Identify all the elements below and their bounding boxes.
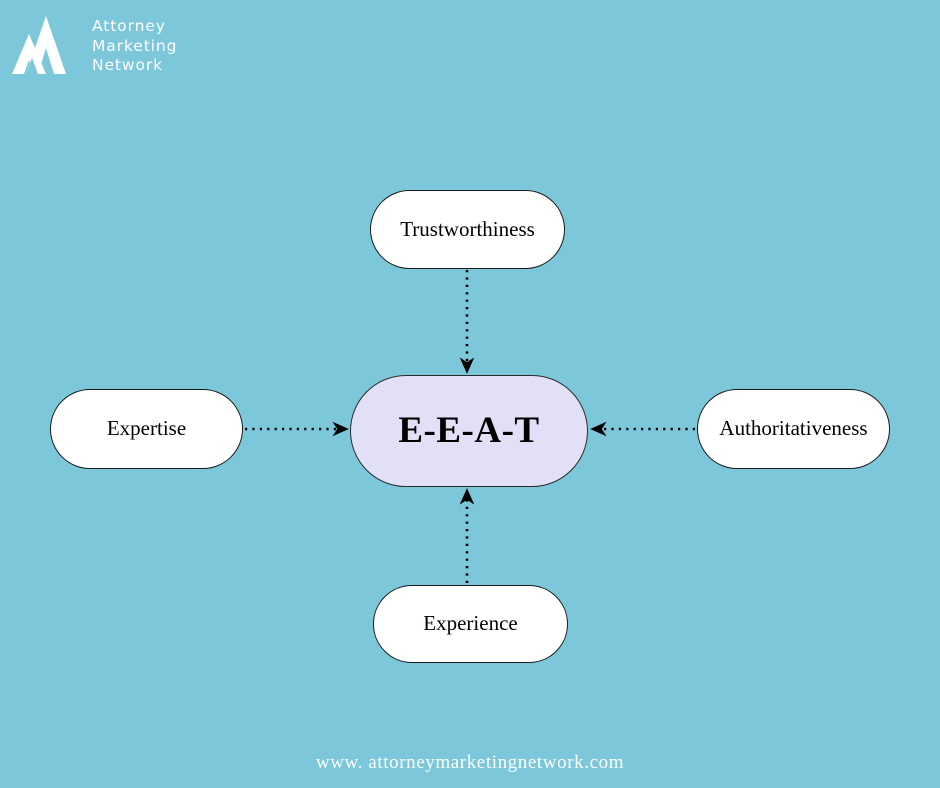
brand-line-3: Network	[92, 56, 164, 75]
brand-line-1: Attorney	[92, 17, 166, 35]
diagram-node-experience[interactable]: Experience	[373, 585, 568, 663]
diagram-node-expertise[interactable]: Expertise	[50, 389, 243, 469]
diagram-node-label: Authoritativeness	[719, 416, 868, 441]
brand-line-2: Marketing	[92, 36, 178, 55]
diagram-node-label: Experience	[423, 611, 518, 636]
diagram-node-label: E-E-A-T	[398, 409, 540, 451]
mountain-m-logo-icon	[12, 16, 66, 74]
diagram-node-trustworthiness[interactable]: Trustworthiness	[370, 190, 565, 269]
diagram-node-label: Expertise	[106, 416, 187, 441]
footer-website-url: www. attorneymarketingnetwork.com	[315, 752, 625, 773]
brand-logo: Attorney Marketing Network	[12, 14, 177, 76]
diagram-node-label: Trustworthiness	[400, 216, 535, 241]
brand-wordmark: Attorney Marketing Network	[92, 14, 177, 76]
diagram-node-center-eeat[interactable]: E-E-A-T	[350, 375, 588, 487]
diagram-node-authoritativeness[interactable]: Authoritativeness	[697, 389, 890, 469]
